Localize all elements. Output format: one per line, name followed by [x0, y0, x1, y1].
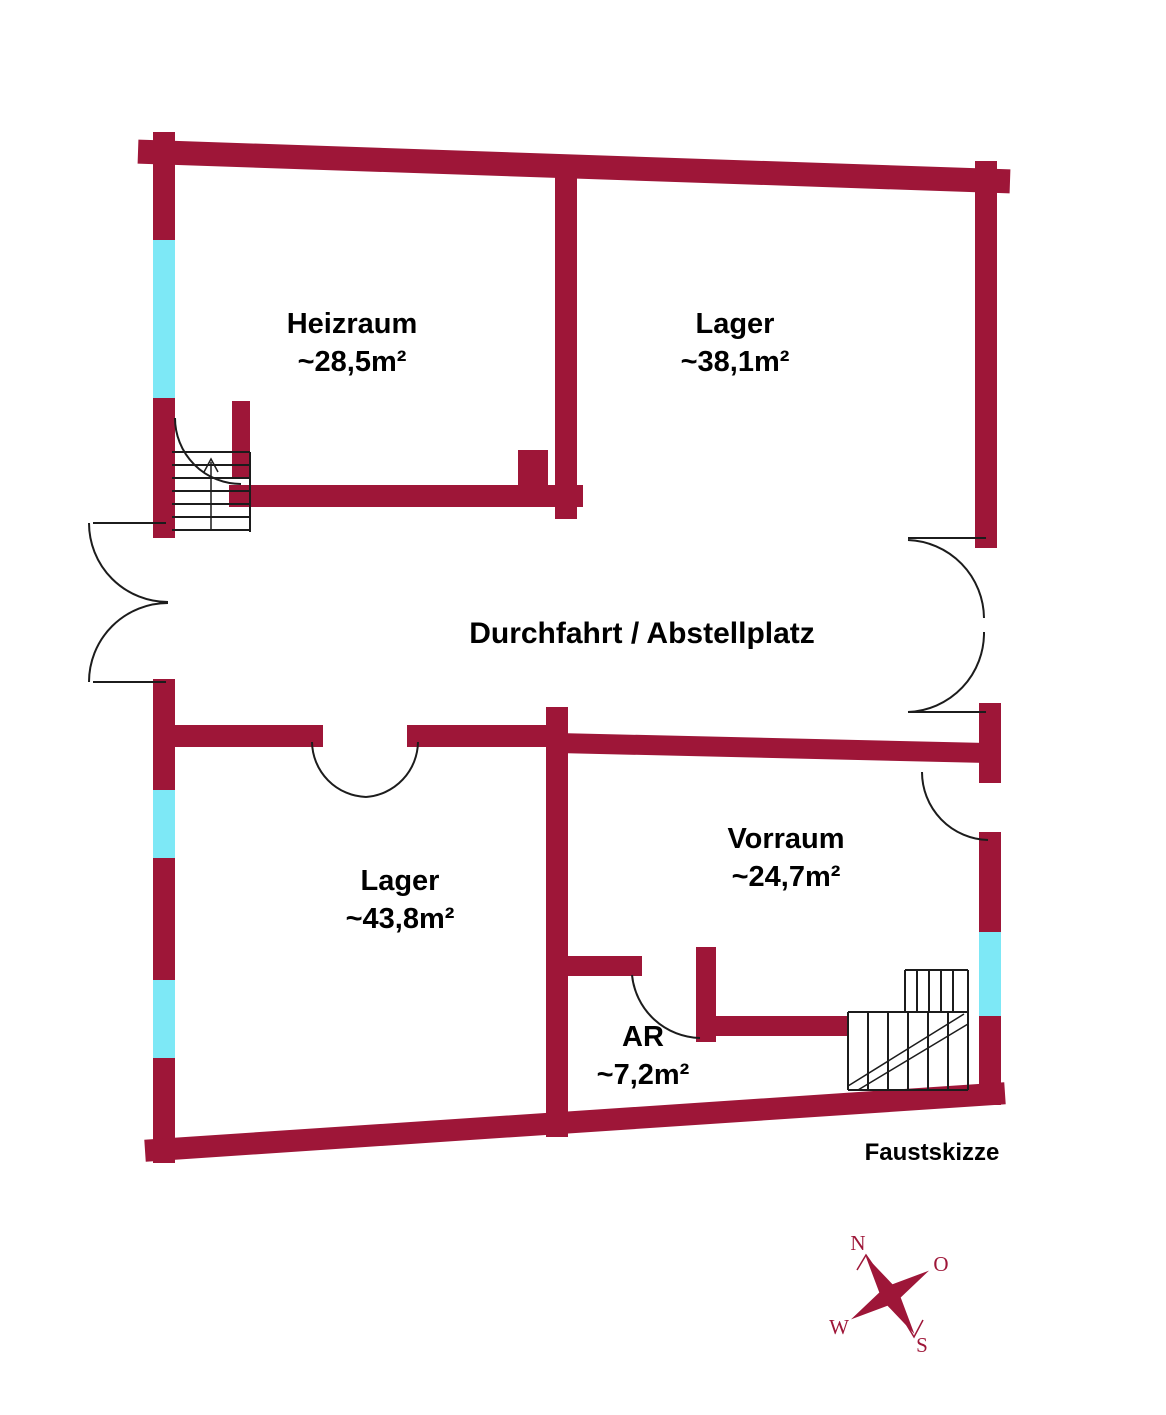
doors [88, 417, 989, 1039]
room-name-lager-top: Lager [696, 308, 775, 340]
room-name-ar: AR [622, 1021, 664, 1053]
gate-right-arc-upper [907, 539, 985, 619]
room-area-heizraum: ~28,5m² [298, 346, 407, 378]
label-lager-bottom: Lager ~43,8m² [346, 865, 455, 935]
room-name-heizraum: Heizraum [287, 308, 418, 340]
compass-letter-north: N [850, 1231, 865, 1255]
sketch-caption: Faustskizze [865, 1139, 1000, 1166]
wall-bottom [144, 1082, 1006, 1162]
stairs-heizraum-arrow [203, 457, 219, 530]
door-arc-lager-right [365, 741, 419, 798]
compass-star-icon [851, 1256, 929, 1334]
gate-right-frames [908, 537, 986, 713]
compass-letter-south: S [916, 1333, 928, 1357]
label-vorraum: Vorraum ~24,7m² [727, 823, 844, 893]
stairs-vorraum-lower-steps [867, 1012, 949, 1090]
stairs-vorraum [847, 969, 969, 1091]
stairs-vorraum-upper-steps [916, 970, 954, 1012]
compass-south-chevron-icon [904, 1319, 924, 1339]
label-lager-top: Lager ~38,1m² [681, 308, 790, 378]
room-name-durchfahrt: Durchfahrt / Abstellplatz [469, 617, 815, 650]
room-area-ar: ~7,2m² [597, 1059, 690, 1091]
label-durchfahrt: Durchfahrt / Abstellplatz [469, 617, 815, 650]
compass-north-chevron-icon [856, 1253, 876, 1271]
walls [137, 132, 1011, 1163]
door-arc-lager-left [311, 741, 367, 798]
gate-left-arc-lower [88, 602, 169, 683]
door-arc-vorraum [921, 771, 989, 841]
compass-letter-east: O [933, 1252, 948, 1276]
gate-left-frames [93, 522, 166, 683]
stairs-vorraum-cut-lines [847, 1013, 969, 1091]
door-arc-ar [631, 974, 701, 1039]
label-heizraum: Heizraum ~28,5m² [287, 308, 418, 378]
gate-left-arc-upper [88, 522, 169, 603]
room-area-lager-bottom: ~43,8m² [346, 903, 455, 935]
compass-letter-west: W [829, 1315, 849, 1339]
room-name-vorraum: Vorraum [727, 823, 844, 855]
room-name-lager-bottom: Lager [361, 865, 440, 897]
room-area-lager-top: ~38,1m² [681, 346, 790, 378]
gate-right-arc-lower [907, 631, 986, 713]
windows [153, 240, 1001, 1058]
label-ar: AR ~7,2m² [597, 1021, 690, 1091]
room-area-vorraum: ~24,7m² [732, 861, 841, 893]
wall-vorraum-top [546, 732, 999, 764]
compass-rose: N O S W [829, 1231, 949, 1357]
room-labels: Heizraum ~28,5m² Lager ~38,1m² Durchfahr… [287, 308, 845, 1091]
